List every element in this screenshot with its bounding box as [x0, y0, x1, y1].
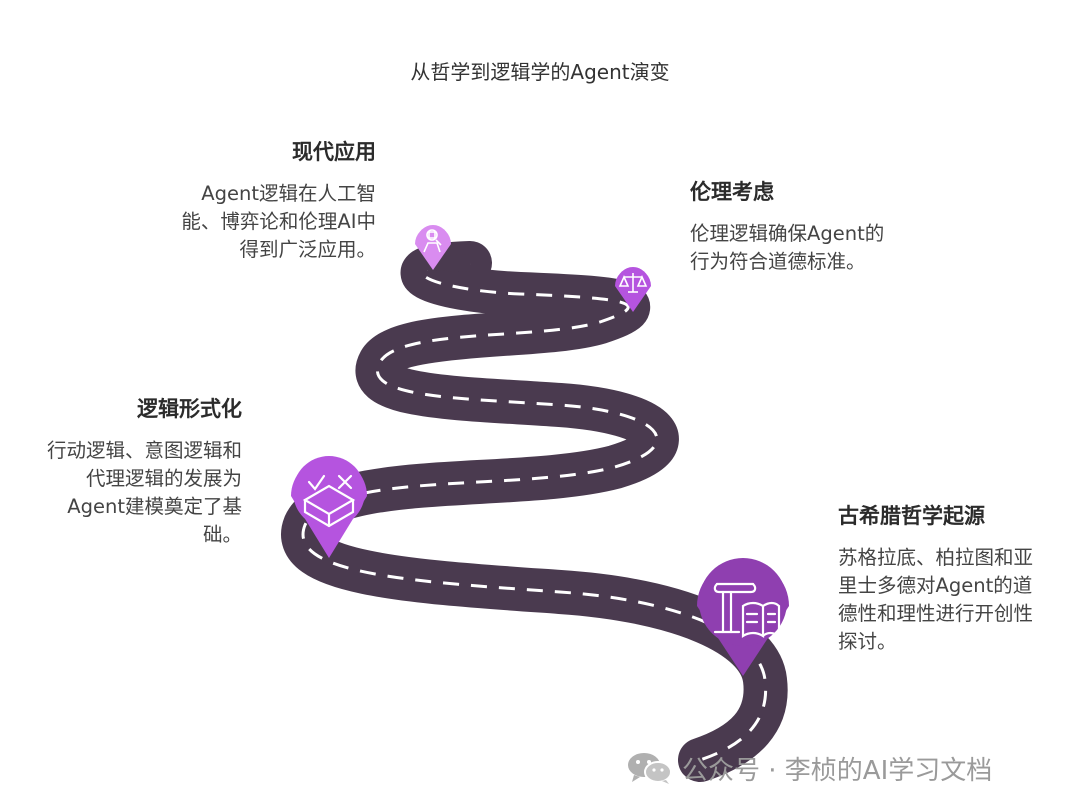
diagram-title: 从哲学到逻辑学的Agent演变	[410, 60, 670, 84]
stage-ethics: 伦理考虑 伦理逻辑确保Agent的行为符合道德标准。	[690, 176, 890, 276]
stage-description: 苏格拉底、柏拉图和亚里士多德对Agent的道德性和理性进行开创性探讨。	[838, 546, 1034, 653]
stage-description: 行动逻辑、意图逻辑和代理逻辑的发展为Agent建模奠定了基础。	[46, 439, 242, 546]
scales-icon	[618, 273, 648, 293]
stage-ancient-greek-philosophy: 古希腊哲学起源 苏格拉底、柏拉图和亚里士多德对Agent的道德性和理性进行开创性…	[838, 500, 1044, 656]
stage-heading: 逻辑形式化	[137, 397, 242, 421]
pin-ancient-greek-philosophy	[697, 558, 789, 676]
pin-modern-applications	[415, 225, 451, 270]
road-far-end	[424, 254, 470, 272]
wechat-icon	[628, 753, 672, 784]
column-book-icon	[713, 582, 781, 639]
check-cross-diamond-icon	[302, 474, 356, 528]
stage-modern-applications: 现代应用 Agent逻辑在人工智能、博弈论和伦理AI中得到广泛应用。	[168, 136, 376, 264]
person-robot-icon	[423, 229, 442, 253]
stage-logic-formalization: 逻辑形式化 行动逻辑、意图逻辑和代理逻辑的发展为Agent建模奠定了基础。	[36, 393, 242, 549]
stage-heading: 现代应用	[292, 140, 376, 164]
stage-description: 伦理逻辑确保Agent的行为符合道德标准。	[690, 222, 885, 273]
watermark-text: 公众号 · 李桢的AI学习文档	[682, 755, 993, 786]
watermark: 公众号 · 李桢的AI学习文档	[626, 748, 992, 788]
pin-logic-formalization	[291, 456, 367, 558]
pin-ethics	[615, 267, 651, 312]
road-center-dashes	[301, 261, 768, 762]
stage-description: Agent逻辑在人工智能、博弈论和伦理AI中得到广泛应用。	[181, 182, 376, 261]
stage-heading: 伦理考虑	[690, 180, 774, 204]
stage-heading: 古希腊哲学起源	[838, 504, 985, 528]
road-surface	[281, 241, 788, 782]
